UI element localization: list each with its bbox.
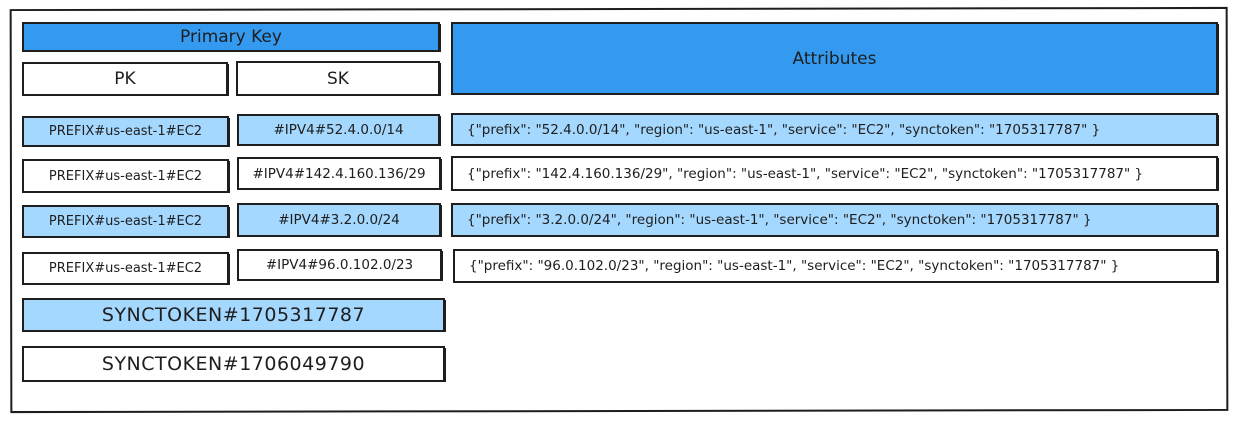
attributes-header: Attributes <box>451 22 1218 95</box>
row-4-pk: PREFIX#us-east-1#EC2 <box>22 252 229 285</box>
sk-header: SK <box>236 61 440 96</box>
row-1-attributes: {"prefix": "52.4.0.0/14", "region": "us-… <box>451 113 1218 146</box>
synctoken-2: SYNCTOKEN#1706049790 <box>22 346 445 382</box>
row-3-pk: PREFIX#us-east-1#EC2 <box>22 205 229 238</box>
row-3-attributes: {"prefix": "3.2.0.0/24", "region": "us-e… <box>451 203 1218 237</box>
row-1-sk: #IPV4#52.4.0.0/14 <box>237 114 440 146</box>
row-2-pk: PREFIX#us-east-1#EC2 <box>22 159 229 193</box>
row-4-attributes: {"prefix": "96.0.102.0/23", "region": "u… <box>453 249 1218 283</box>
row-2-attributes: {"prefix": "142.4.160.136/29", "region":… <box>451 156 1218 191</box>
synctoken-1: SYNCTOKEN#1705317787 <box>22 298 445 332</box>
row-4-sk: #IPV4#96.0.102.0/23 <box>237 249 442 281</box>
row-1-pk: PREFIX#us-east-1#EC2 <box>22 116 229 147</box>
primary-key-header: Primary Key <box>22 22 440 52</box>
row-2-sk: #IPV4#142.4.160.136/29 <box>237 157 441 190</box>
row-3-sk: #IPV4#3.2.0.0/24 <box>237 203 441 237</box>
pk-header: PK <box>22 62 228 96</box>
